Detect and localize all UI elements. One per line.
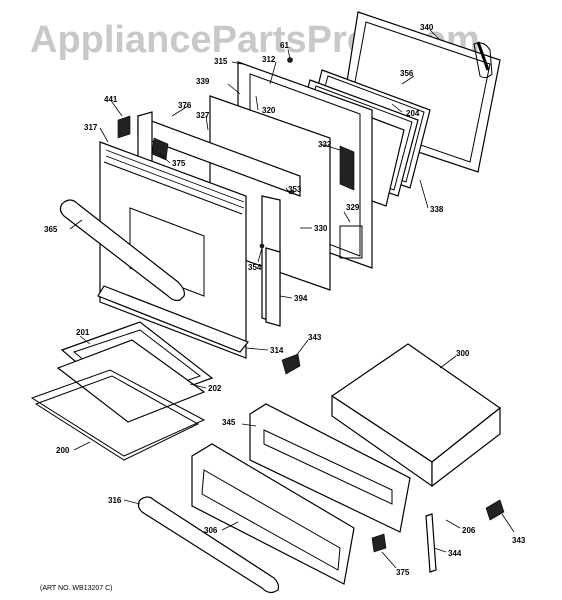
label-376: 376 [178, 101, 192, 110]
label-343-drawer: 343 [512, 536, 526, 545]
label-306: 306 [204, 526, 218, 535]
door-trim-strip [265, 247, 281, 327]
label-343-door: 343 [308, 333, 322, 342]
storage-drawer-box [330, 343, 502, 488]
label-375-drawer: 375 [396, 568, 410, 577]
drawer-inner-panel [249, 403, 411, 533]
label-345: 345 [222, 418, 236, 427]
label-316: 316 [108, 496, 122, 505]
door-bottom-trim [97, 285, 249, 353]
label-206: 206 [462, 526, 476, 535]
label-340: 340 [420, 23, 434, 32]
label-441: 441 [104, 95, 118, 104]
label-202: 202 [208, 384, 222, 393]
label-329: 329 [346, 203, 360, 212]
label-354: 354 [248, 263, 262, 272]
label-365: 365 [44, 225, 58, 234]
label-330: 330 [314, 224, 328, 233]
label-375-door: 375 [172, 159, 186, 168]
small-hardware-parts [117, 57, 505, 573]
label-320: 320 [262, 106, 276, 115]
label-332: 332 [318, 140, 332, 149]
label-339: 339 [196, 77, 210, 86]
label-394: 394 [294, 294, 308, 303]
label-314: 314 [270, 346, 284, 355]
drawer-front [191, 443, 355, 585]
drawer-handle [137, 496, 280, 594]
oven-rack [30, 369, 206, 461]
label-353: 353 [288, 185, 302, 194]
label-338: 338 [430, 205, 444, 214]
label-201: 201 [76, 328, 90, 337]
leader-lines [69, 29, 515, 569]
label-317: 317 [84, 123, 98, 132]
label-327: 327 [196, 111, 210, 120]
label-356: 356 [400, 69, 414, 78]
label-315: 315 [214, 57, 228, 66]
part-number-labels: 340 61 312 315 356 339 320 204 441 376 3… [44, 23, 526, 577]
label-312: 312 [262, 55, 276, 64]
label-300: 300 [456, 349, 470, 358]
label-344: 344 [448, 549, 462, 558]
label-61: 61 [280, 41, 289, 50]
art-number: (ART NO. WB13207 C) [40, 585, 113, 592]
door-handle [59, 199, 185, 302]
label-204: 204 [406, 109, 420, 118]
label-200: 200 [56, 446, 70, 455]
